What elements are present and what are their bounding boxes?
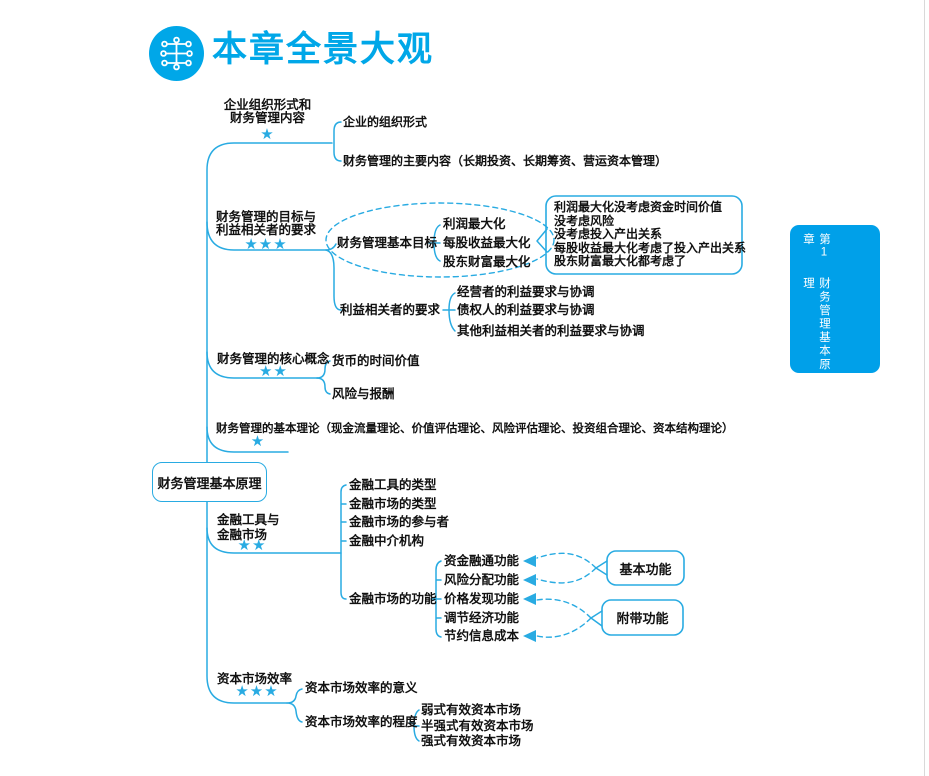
node-fm-content: 财务管理的主要内容（长期投资、长期筹资、营运资本管理） [343,154,668,168]
importance-stars: ★ [250,432,266,450]
branch-basic-theories-label: 财务管理的基本理论（现金流量理论、价值评估理论、风险评估理论、投资组合理论、资本… [216,423,734,435]
function-item: 资金融通功能 [444,554,537,568]
function-label: 节约信息成本 [444,629,520,643]
function-label: 风险分配功能 [444,573,520,587]
node-creditors: 债权人的利益要求与协调 [457,303,595,317]
function-item: 调节经济功能 [444,611,519,625]
node-strong-form: 强式有效资本市场 [421,734,522,748]
function-item: 节约信息成本 [444,629,537,643]
importance-stars: ★★★ [244,235,288,253]
branch-org-forms-label: 企业组织形式和财务管理内容 [223,98,312,125]
attached-functions-box: 附带功能 [616,611,669,626]
node-other-stakeholders: 其他利益相关者的利益要求与协调 [457,324,645,338]
function-label: 调节经济功能 [444,611,520,625]
node-org-form: 企业的组织形式 [343,115,428,129]
function-item: 风险分配功能 [444,573,537,587]
branch-goals-label: 财务管理的目标与利益相关者的要求 [215,210,316,237]
branch-core-concepts-label: 财务管理的核心概念 [217,352,330,366]
node-intermediaries: 金融中介机构 [349,534,425,548]
arrow-left-icon [523,574,537,586]
importance-stars: ★ [260,125,275,143]
function-label: 资金融通功能 [444,554,520,568]
arrow-left-icon [523,555,537,567]
page-title: 本章全景大观 [212,30,435,69]
node-profit-max: 利润最大化 [443,217,506,231]
node-efficiency-meaning: 资本市场效率的意义 [305,681,418,695]
basic-functions-box: 基本功能 [619,561,672,577]
node-risk-return: 风险与报酬 [332,387,395,401]
importance-stars: ★★ [259,362,288,380]
branch-market-efficiency-label: 资本市场效率 [217,672,293,686]
goal-comparison-note: 利润最大化没考虑资金时间价值 没考虑风险 没考虑投入产出关系 每股收益最大化考虑… [554,200,747,269]
function-item: 价格发现功能 [444,592,537,606]
node-market-types: 金融市场的类型 [349,497,437,511]
node-market-participants: 金融市场的参与者 [349,515,450,529]
node-market-functions: 金融市场的功能 [349,592,437,606]
branch-finance-tools-label: 金融工具与金融市场 [217,513,280,542]
chapter-title: 财务管理基本原理 [802,277,830,372]
node-wealth-max: 股东财富最大化 [443,255,531,269]
arrow-left-icon [523,630,537,642]
node-time-value: 货币的时间价值 [332,354,420,368]
importance-stars: ★★★ [235,682,279,700]
node-managers: 经营者的利益要求与协调 [457,285,595,299]
arrow-left-icon [523,593,537,605]
mindmap-icon [149,26,204,81]
node-efficiency-degree: 资本市场效率的程度 [305,715,418,729]
function-label: 价格发现功能 [444,592,520,606]
node-weak-form: 弱式有效资本市场 [421,703,522,717]
node-basic-goals: 财务管理基本目标 [337,236,438,250]
node-semi-strong-form: 半强式有效资本市场 [421,719,534,733]
chapter-number: 第1章 [802,233,830,261]
node-stakeholders: 利益相关者的要求 [340,303,441,317]
importance-stars: ★★ [237,536,267,554]
root-node: 财务管理基本原理 [152,462,267,502]
chapter-side-tab: 第1章 财务管理基本原理 [790,225,880,373]
node-instrument-types: 金融工具的类型 [349,478,437,492]
node-eps-max: 每股收益最大化 [443,236,531,250]
page-edge-line [924,0,925,776]
